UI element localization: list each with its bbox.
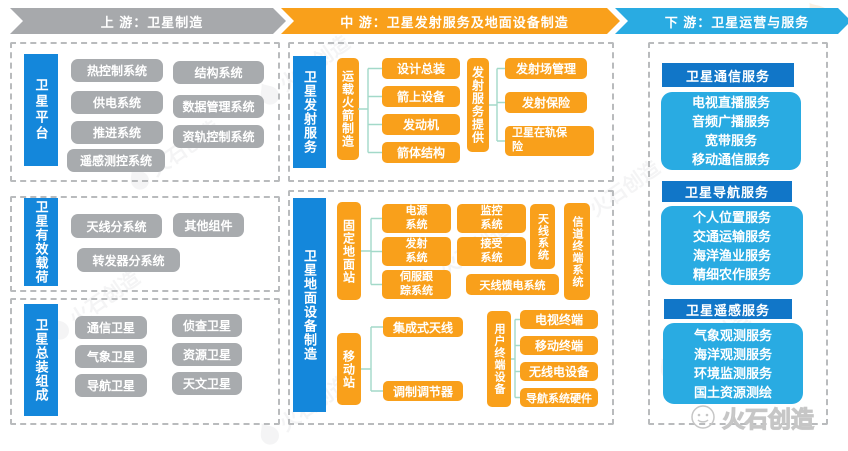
payload-item: 天线分系统 (71, 214, 162, 238)
platform-item: 推进系统 (71, 121, 163, 144)
satellite-payload-label: 卫星有效载荷 (24, 198, 58, 286)
launch-service-label: 卫星发射服务 (293, 56, 326, 168)
mobile-station-label: 移动站 (337, 333, 361, 405)
group-satellite-assembly (10, 298, 280, 425)
mobile-station-item: 调制调节器 (383, 381, 463, 401)
fixed-station-item: 接受 系统 (457, 237, 526, 266)
rocket-item: 发动机 (382, 114, 460, 135)
fixed-station-item: 天线馈电系统 (466, 274, 559, 295)
group-operation-services (648, 42, 828, 425)
remote-sensing-header: 卫星遥感服务 (664, 299, 792, 319)
platform-item: 资轨控制系统 (173, 125, 264, 148)
nav-service-header: 卫星导航服务 (662, 181, 792, 202)
user-terminal-item: 导航系统硬件 (520, 388, 598, 407)
comm-service-header: 卫星通信服务 (662, 63, 794, 87)
chevron-midstream-label: 中 游：卫星发射服务及地面设备制造 (340, 14, 569, 30)
connector-mobile-station (361, 326, 383, 392)
fixed-station-item: 发射 系统 (382, 237, 451, 266)
group-satellite-platform (10, 42, 280, 182)
launch-provision-item: 发射保险 (505, 92, 587, 113)
assembly-item: 导航卫星 (75, 374, 147, 397)
rocket-item: 设计总装 (382, 58, 460, 79)
assembly-item: 天文卫星 (172, 372, 242, 395)
user-terminal-label: 用户终端设备 (487, 311, 511, 407)
fixed-station-item: 电源 系统 (382, 204, 451, 233)
assembly-item: 资源卫星 (172, 343, 242, 366)
payload-item: 其他组件 (173, 213, 244, 237)
fixed-station-item: 信道终端系统 (564, 203, 590, 300)
user-terminal-item: 移动终端 (520, 336, 598, 355)
chevron-midstream: 中 游：卫星发射服务及地面设备制造 (281, 8, 620, 34)
satellite-assembly-label: 卫星总装组成 (24, 304, 58, 416)
group-satellite-payload (10, 196, 280, 292)
fixed-station-item: 天线系统 (530, 204, 555, 269)
chevron-upstream-label: 上 游：卫星制造 (100, 14, 204, 30)
mobile-station-item: 集成式天线 (383, 317, 463, 337)
connector-fixed-station (361, 217, 382, 286)
rocket-item: 箭上设备 (382, 86, 460, 107)
assembly-item: 通信卫星 (75, 316, 147, 339)
launch-provision-label: 发射服务提供 (467, 58, 489, 152)
remote-sensing-list: 气象观测服务 海洋观测服务 环境监测服务 国土资源测绘 (663, 323, 803, 404)
platform-item: 遥感测控系统 (67, 149, 165, 172)
user-terminal-item: 电视终端 (520, 310, 598, 329)
payload-item: 转发器分系统 (77, 248, 180, 272)
platform-item: 结构系统 (173, 61, 264, 84)
launch-provision-item: 发射场管理 (505, 58, 587, 79)
nav-service-list: 个人位置服务 交通运输服务 海洋渔业服务 精细农作服务 (661, 206, 803, 285)
connector-rocket (358, 67, 382, 154)
rocket-manufacturing-label: 运载火箭制造 (337, 58, 359, 160)
platform-item: 数据管理系统 (173, 95, 264, 118)
fixed-station-label: 固定地面站 (337, 202, 361, 300)
comm-service-list: 电视直播服务 音频广播服务 宽带服务 移动通信服务 (661, 92, 801, 170)
fixed-station-item: 伺服跟 踪系统 (382, 270, 451, 299)
rocket-item: 箭体结构 (382, 142, 460, 163)
fixed-station-item: 监控 系统 (457, 204, 526, 233)
satellite-platform-label: 卫星平台 (24, 54, 58, 166)
group-launch-service (288, 42, 614, 182)
platform-item: 热控制系统 (71, 59, 163, 82)
chevron-upstream: 上 游：卫星制造 (10, 8, 286, 34)
group-ground-equipment (288, 190, 614, 425)
launch-provision-item: 卫星在轨保 险 (505, 126, 594, 156)
connector-launch-provision (489, 67, 505, 142)
platform-item: 供电系统 (71, 91, 163, 114)
assembly-item: 气象卫星 (75, 345, 147, 368)
connector-user-terminal (511, 318, 520, 399)
user-terminal-item: 无线电设备 (520, 362, 598, 381)
assembly-item: 侦查卫星 (172, 314, 242, 337)
chevron-downstream-label: 下 游：卫星运营与服务 (664, 14, 810, 30)
ground-equipment-label: 卫星地面设备制造 (293, 198, 326, 412)
chevron-downstream: 下 游：卫星运营与服务 (615, 8, 848, 34)
